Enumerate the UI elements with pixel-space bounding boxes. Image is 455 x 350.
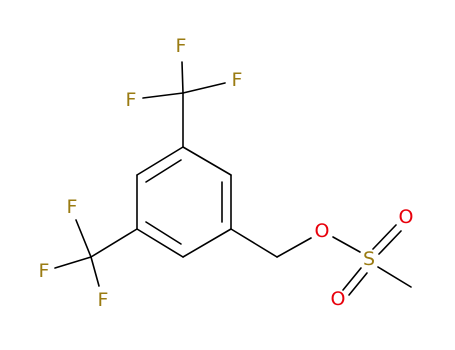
o-s-bond xyxy=(332,236,361,253)
ring-bond xyxy=(182,228,232,258)
cf-bond xyxy=(90,256,100,287)
ring-double-bond xyxy=(145,159,182,183)
oxygen-label: O xyxy=(315,220,330,242)
oxygen-label: O xyxy=(399,206,414,228)
cf-bond xyxy=(181,61,184,94)
ch2-o-bond xyxy=(276,237,312,258)
sulfur-label: S xyxy=(363,248,375,270)
cf-bond xyxy=(182,82,226,94)
fluorine-label: F xyxy=(176,35,187,57)
fluorine-label: F xyxy=(98,289,109,311)
s-o-double-bond xyxy=(342,267,362,291)
cf-bond xyxy=(75,219,92,258)
cf-bond xyxy=(54,256,92,269)
oxygen-label: O xyxy=(331,288,346,310)
fluorine-label: F xyxy=(39,260,50,282)
cf3-bond xyxy=(90,228,138,258)
s-o-double-bond xyxy=(372,224,397,250)
ring-bond xyxy=(136,146,184,176)
fluorine-label: F xyxy=(232,69,243,91)
atom-labels: F F F F F F O S O O xyxy=(39,35,414,311)
ring-bond xyxy=(182,146,232,176)
c-ch2-bond xyxy=(230,228,278,258)
s-ch3-bond xyxy=(377,266,412,288)
cf-bond xyxy=(142,92,184,99)
bonds xyxy=(54,61,412,296)
fluorine-label: F xyxy=(126,89,137,111)
ring-double-bond xyxy=(145,221,182,245)
s-o-double-bond xyxy=(348,272,368,296)
fluorine-label: F xyxy=(67,196,78,218)
ring-bond xyxy=(136,228,184,258)
s-o-double-bond xyxy=(378,230,402,255)
